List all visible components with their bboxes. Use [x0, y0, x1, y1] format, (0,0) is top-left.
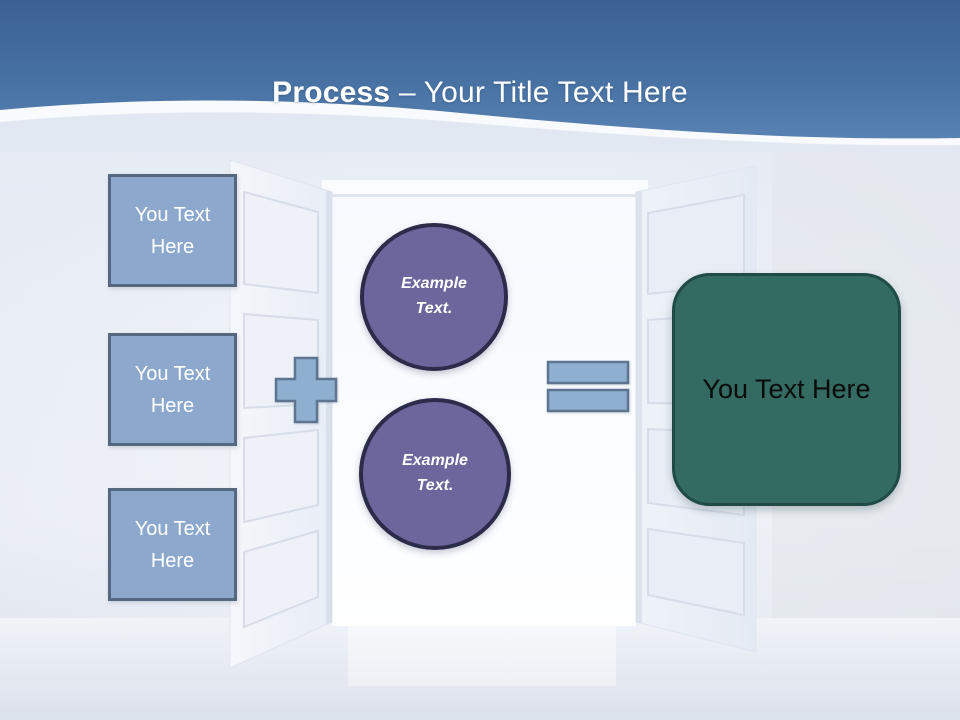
result-box[interactable]: You Text Here	[672, 273, 901, 506]
plus-icon	[274, 356, 338, 424]
header-band	[0, 0, 960, 152]
input-box-2[interactable]: You Text Here	[108, 333, 237, 446]
example-circle-label: Example Text.	[402, 452, 468, 494]
title-keyword: Process	[272, 76, 391, 110]
input-box-1[interactable]: You Text Here	[108, 174, 237, 287]
input-box-label: You Text Here	[134, 517, 211, 572]
title-text: Your Title Text Here	[423, 76, 688, 110]
door-frame-top	[322, 180, 648, 196]
example-circle-label: Example Text.	[401, 275, 467, 317]
floor-light-spill	[348, 626, 616, 686]
equals-icon	[546, 360, 630, 413]
input-box-3[interactable]: You Text Here	[108, 488, 237, 601]
input-box-label: You Text Here	[134, 362, 211, 417]
example-circle-1[interactable]: Example Text.	[360, 223, 508, 371]
example-circle-2[interactable]: Example Text.	[359, 398, 511, 550]
result-box-label: You Text Here	[702, 373, 871, 404]
slide-title[interactable]: Process – Your Title Text Here	[0, 74, 960, 112]
title-separator: –	[390, 76, 424, 110]
input-box-label: You Text Here	[134, 203, 211, 258]
left-door	[229, 159, 333, 669]
floor	[0, 618, 960, 720]
